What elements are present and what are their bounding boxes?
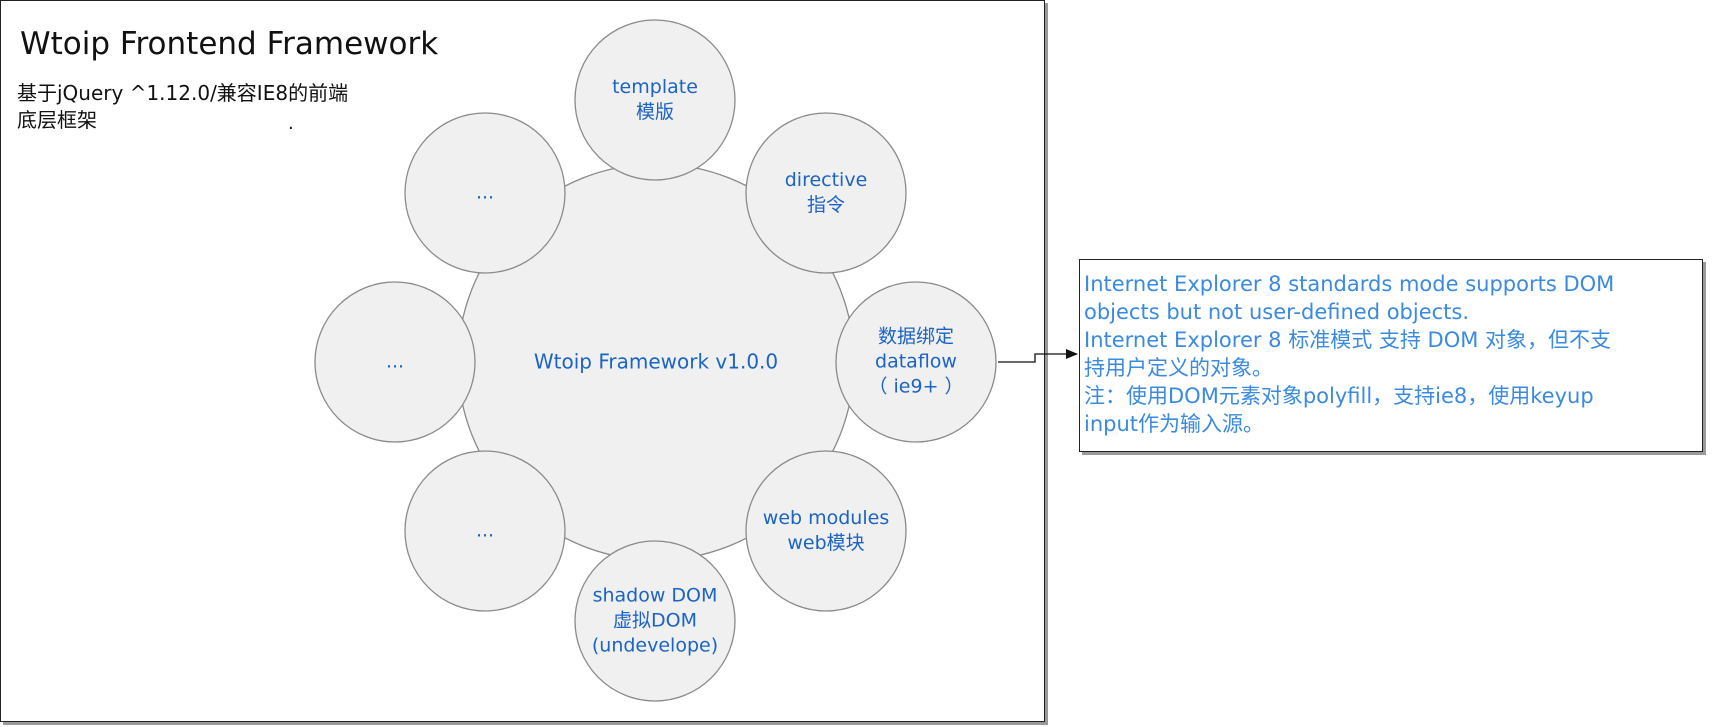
node-label-line: 数据绑定 [877,325,954,348]
node-label-line: ... [475,519,495,542]
circle-layer [314,19,997,702]
node-label-web-modules: web modules web模块 [763,506,889,556]
framework-subtitle: 基于jQuery ^1.12.0/兼容IE8的前端 底层框架 [17,80,348,134]
node-label-line: (undevelope) [591,634,719,657]
node-circle-web-modules [745,450,907,612]
node-circle-ellipsis-top-left [404,112,566,274]
node-label-line: template [612,76,698,98]
node-label-line: 模版 [635,101,674,123]
node-label-line: ... [475,181,495,204]
node-label-line: 虚拟DOM [613,609,697,632]
node-label-line: directive [784,169,868,191]
note-line-4: 持用户定义的对象。 [1084,356,1273,380]
note-line-6: input作为输入源。 [1084,412,1265,436]
node-label-line: ... [385,350,405,373]
node-label-line: shadow DOM [592,584,718,607]
node-circle-shadow-dom [574,540,736,702]
node-label-template: template 模版 [612,75,698,125]
node-label-ellipsis-top-left: ... [476,181,494,206]
ie8-note-box: Internet Explorer 8 standards mode suppo… [1079,259,1703,452]
stray-dot: . [288,113,294,134]
node-label-line: web模块 [787,532,865,554]
node-label-line: （ ie9+ ） [868,375,964,398]
node-circle-directive [745,112,907,274]
node-label-directive: directive 指令 [785,168,868,218]
subtitle-line-1: 基于jQuery ^1.12.0/兼容IE8的前端 [17,81,349,105]
center-label: Wtoip Framework v1.0.0 [533,349,779,374]
node-circle-ellipsis-bottom-left [404,450,566,612]
node-circle-template [574,19,736,181]
connector-arrow [998,349,1078,363]
node-label-ellipsis-bottom-left: ... [476,519,494,544]
note-line-2: objects but not user-defined objects. [1084,300,1470,324]
node-label-line: web modules [762,507,890,529]
node-label-ellipsis-left: ... [386,350,404,375]
note-line-3: Internet Explorer 8 标准模式 支持 DOM 对象，但不支 [1084,328,1612,352]
page-title: Wtoip Frontend Framework [20,26,439,62]
subtitle-line-2: 底层框架 [17,108,97,132]
node-label-line: dataflow [875,350,957,373]
note-line-5: 注：使用DOM元素对象polyfill，支持ie8，使用keyup [1084,384,1594,408]
node-circle-ellipsis-left [314,281,476,443]
node-label-line: 指令 [806,194,845,216]
node-circle-dataflow [835,281,997,443]
note-line-1: Internet Explorer 8 standards mode suppo… [1084,272,1615,296]
